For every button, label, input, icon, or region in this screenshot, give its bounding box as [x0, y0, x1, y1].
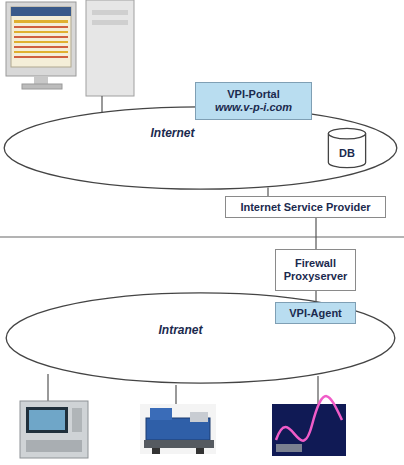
firewall-box: Firewall Proxyserver	[275, 249, 356, 291]
testing-machine-illustration	[140, 404, 216, 454]
connector-line	[315, 291, 316, 302]
device-wire	[317, 376, 318, 404]
node-label: Intranet	[158, 324, 202, 337]
agent-box: VPI-Agent	[275, 302, 356, 324]
monitor-illustration	[6, 2, 76, 89]
boundary-rule	[0, 236, 404, 238]
node-label: VPI-Agent	[289, 307, 342, 320]
node-label: VPI-Portal	[227, 88, 280, 101]
device-wire	[175, 385, 176, 404]
test-station-illustration	[20, 401, 88, 458]
connector-line	[315, 218, 316, 249]
portal-box: VPI-Portalwww.v-p-i.com	[195, 82, 312, 120]
node-label: Internet	[150, 127, 194, 140]
node-subtitle: www.v-p-i.com	[215, 101, 292, 114]
device-wire	[47, 374, 48, 401]
node-label: DB	[339, 147, 355, 160]
tower-pc-illustration	[86, 0, 134, 96]
provider-box: Internet Service Provider	[225, 196, 386, 218]
signal-display-illustration	[272, 396, 346, 456]
node-label: Firewall Proxyserver	[276, 257, 355, 283]
connector-line	[267, 187, 268, 196]
node-label: Internet Service Provider	[240, 201, 370, 214]
database-cylinder: DB	[328, 128, 366, 168]
